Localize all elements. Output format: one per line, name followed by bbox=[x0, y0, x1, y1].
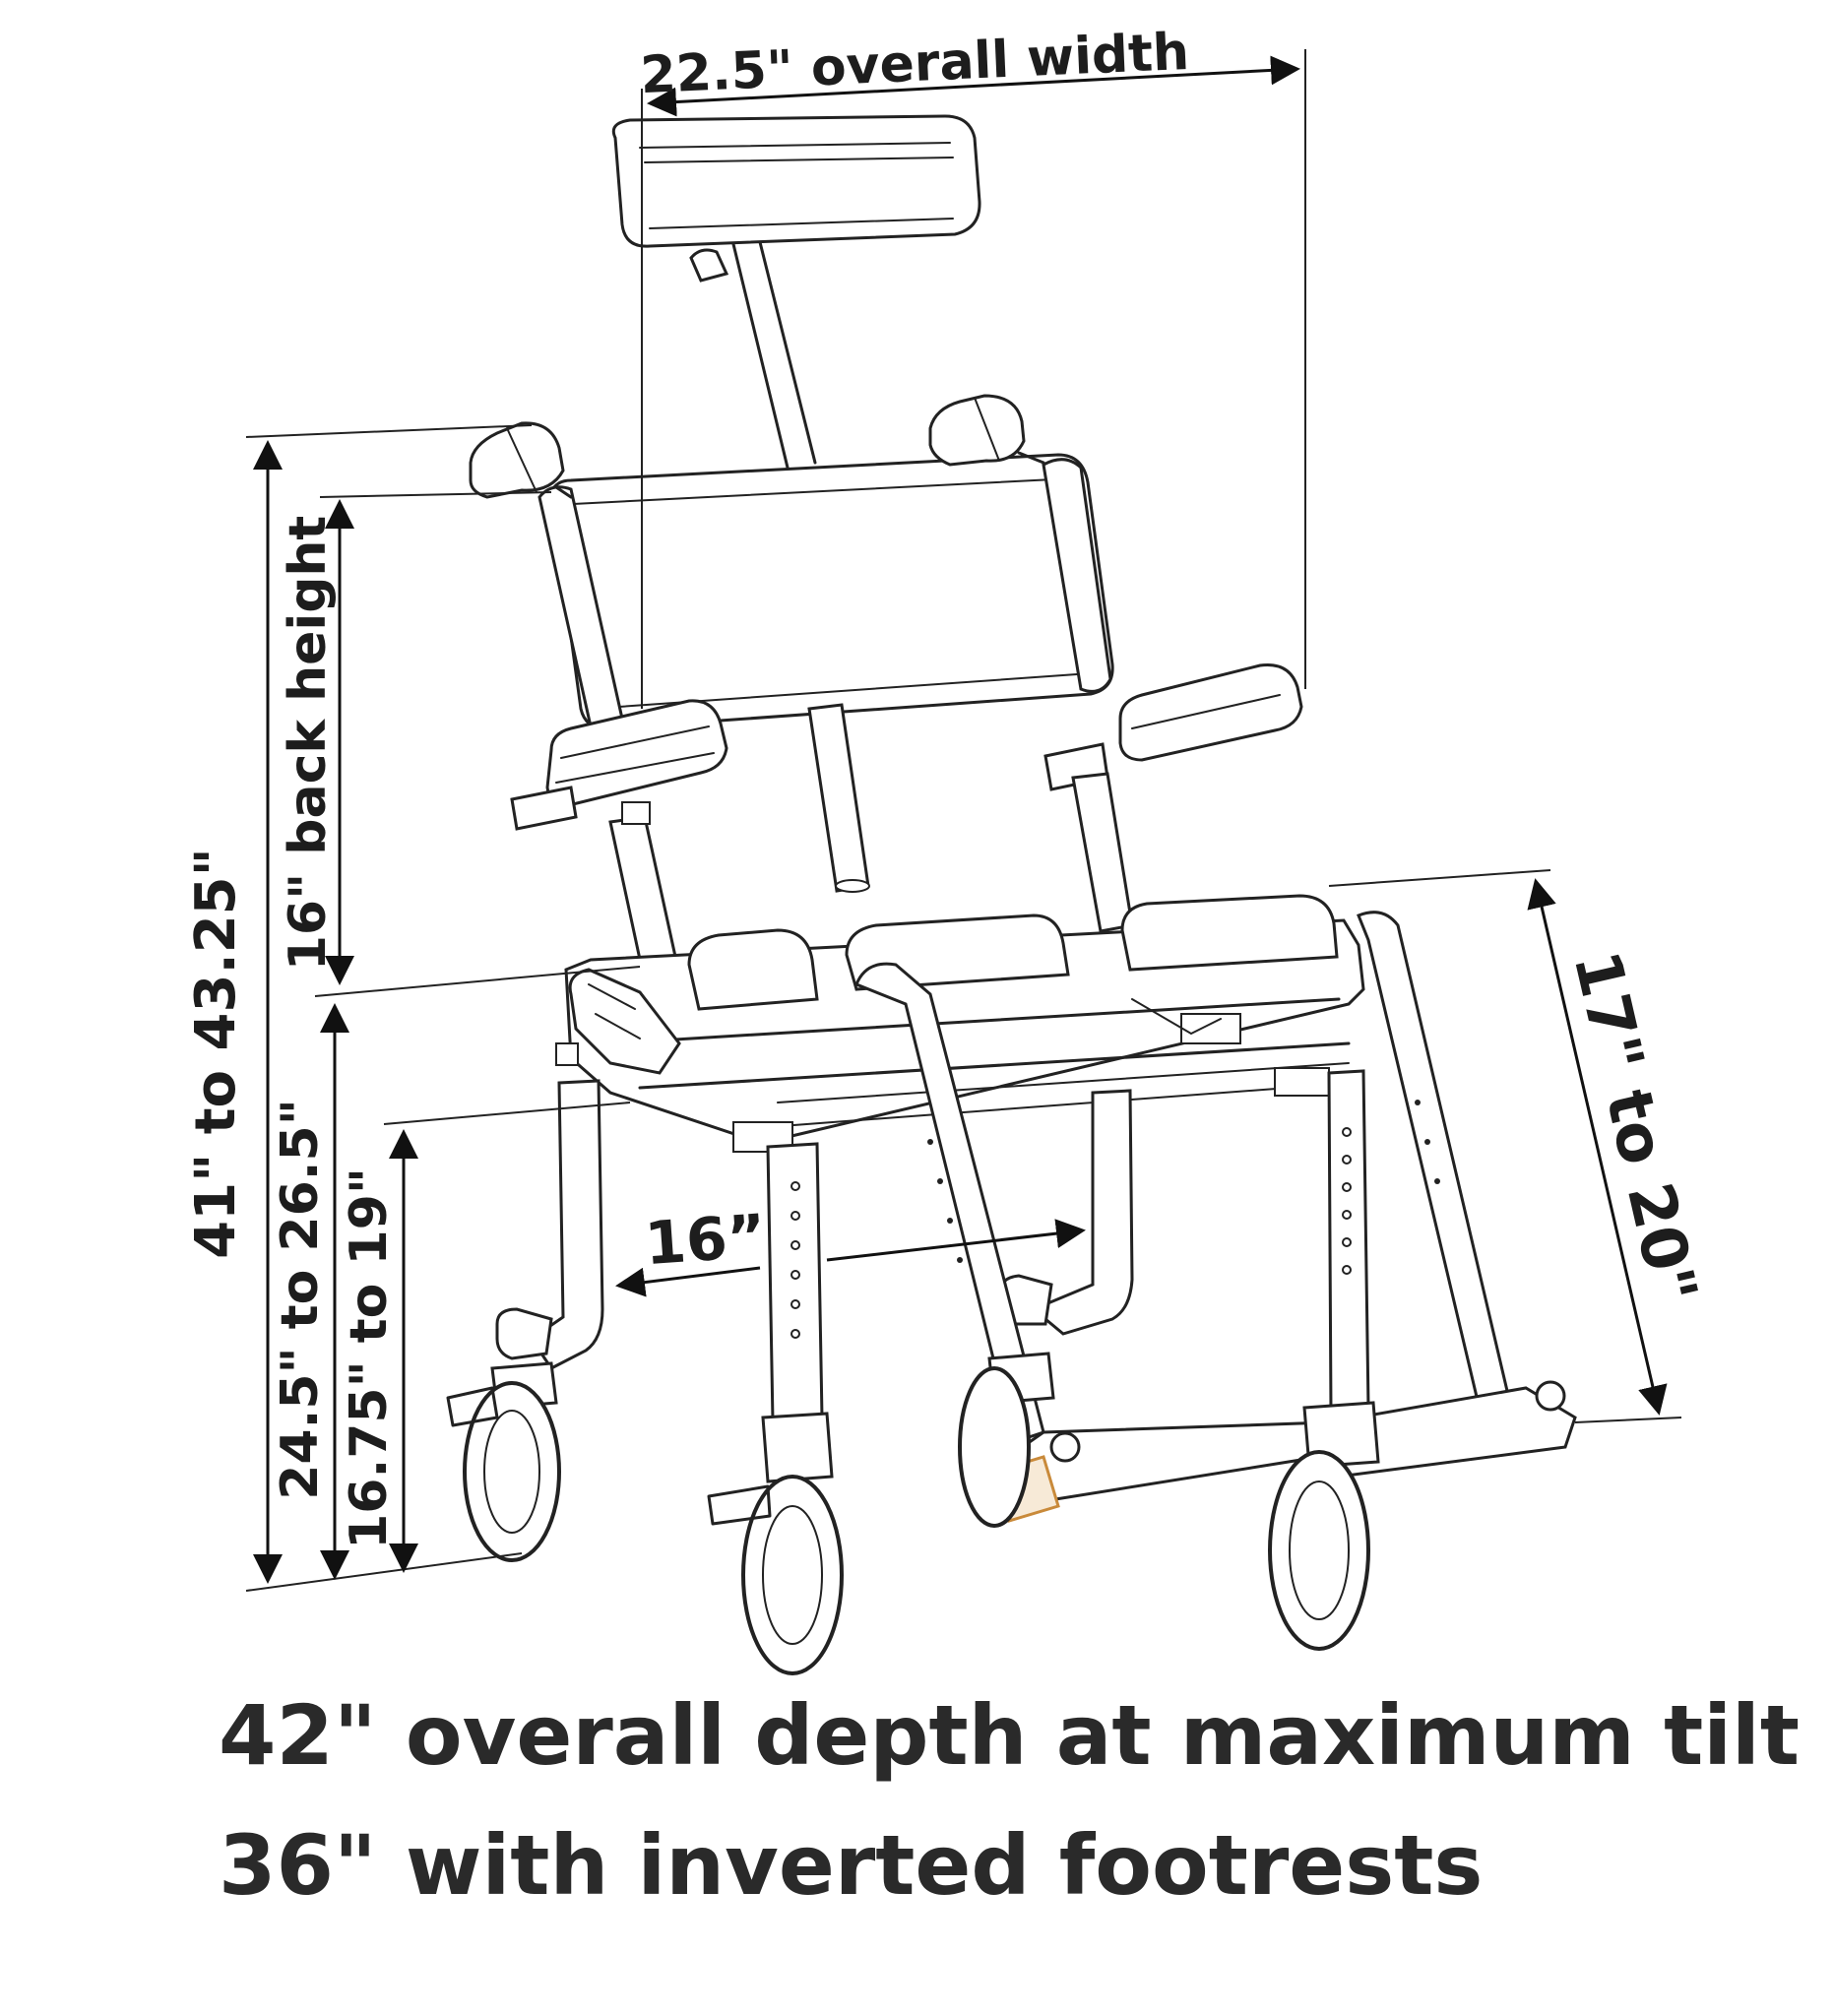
overall-width-label: 22.5" overall width bbox=[639, 23, 1190, 105]
back-height-label: 16" back height bbox=[279, 516, 338, 972]
caster-rear-right bbox=[958, 1352, 1055, 1528]
caption-overall-depth: 42" overall depth at maximum tilt bbox=[219, 1687, 1800, 1784]
inner-width-label: 16” bbox=[643, 1202, 769, 1279]
legs bbox=[495, 1069, 1370, 1423]
armrest-height-label: 16.75" to 19" bbox=[340, 1167, 399, 1549]
seat-height-label: 24.5" to 26.5" bbox=[271, 1099, 330, 1500]
right-armrest bbox=[1043, 662, 1303, 933]
caster-front-right bbox=[1268, 1401, 1380, 1651]
center-post bbox=[807, 703, 870, 893]
push-handles bbox=[469, 394, 1045, 499]
seat-depth-label: 17" to 20" bbox=[1558, 945, 1710, 1310]
seat-frame bbox=[555, 894, 1365, 1153]
total-height-label: 41" to 43.25" bbox=[184, 848, 248, 1259]
headrest bbox=[611, 114, 981, 470]
dimension-lines bbox=[245, 49, 1682, 1592]
caster-rear-left bbox=[446, 1361, 561, 1562]
chair-illustration bbox=[446, 114, 1577, 1675]
caption-inverted-footrests: 36" with inverted footrests bbox=[219, 1817, 1483, 1914]
caster-front-left bbox=[707, 1412, 844, 1675]
left-armrest bbox=[510, 699, 728, 984]
backrest bbox=[537, 453, 1114, 732]
